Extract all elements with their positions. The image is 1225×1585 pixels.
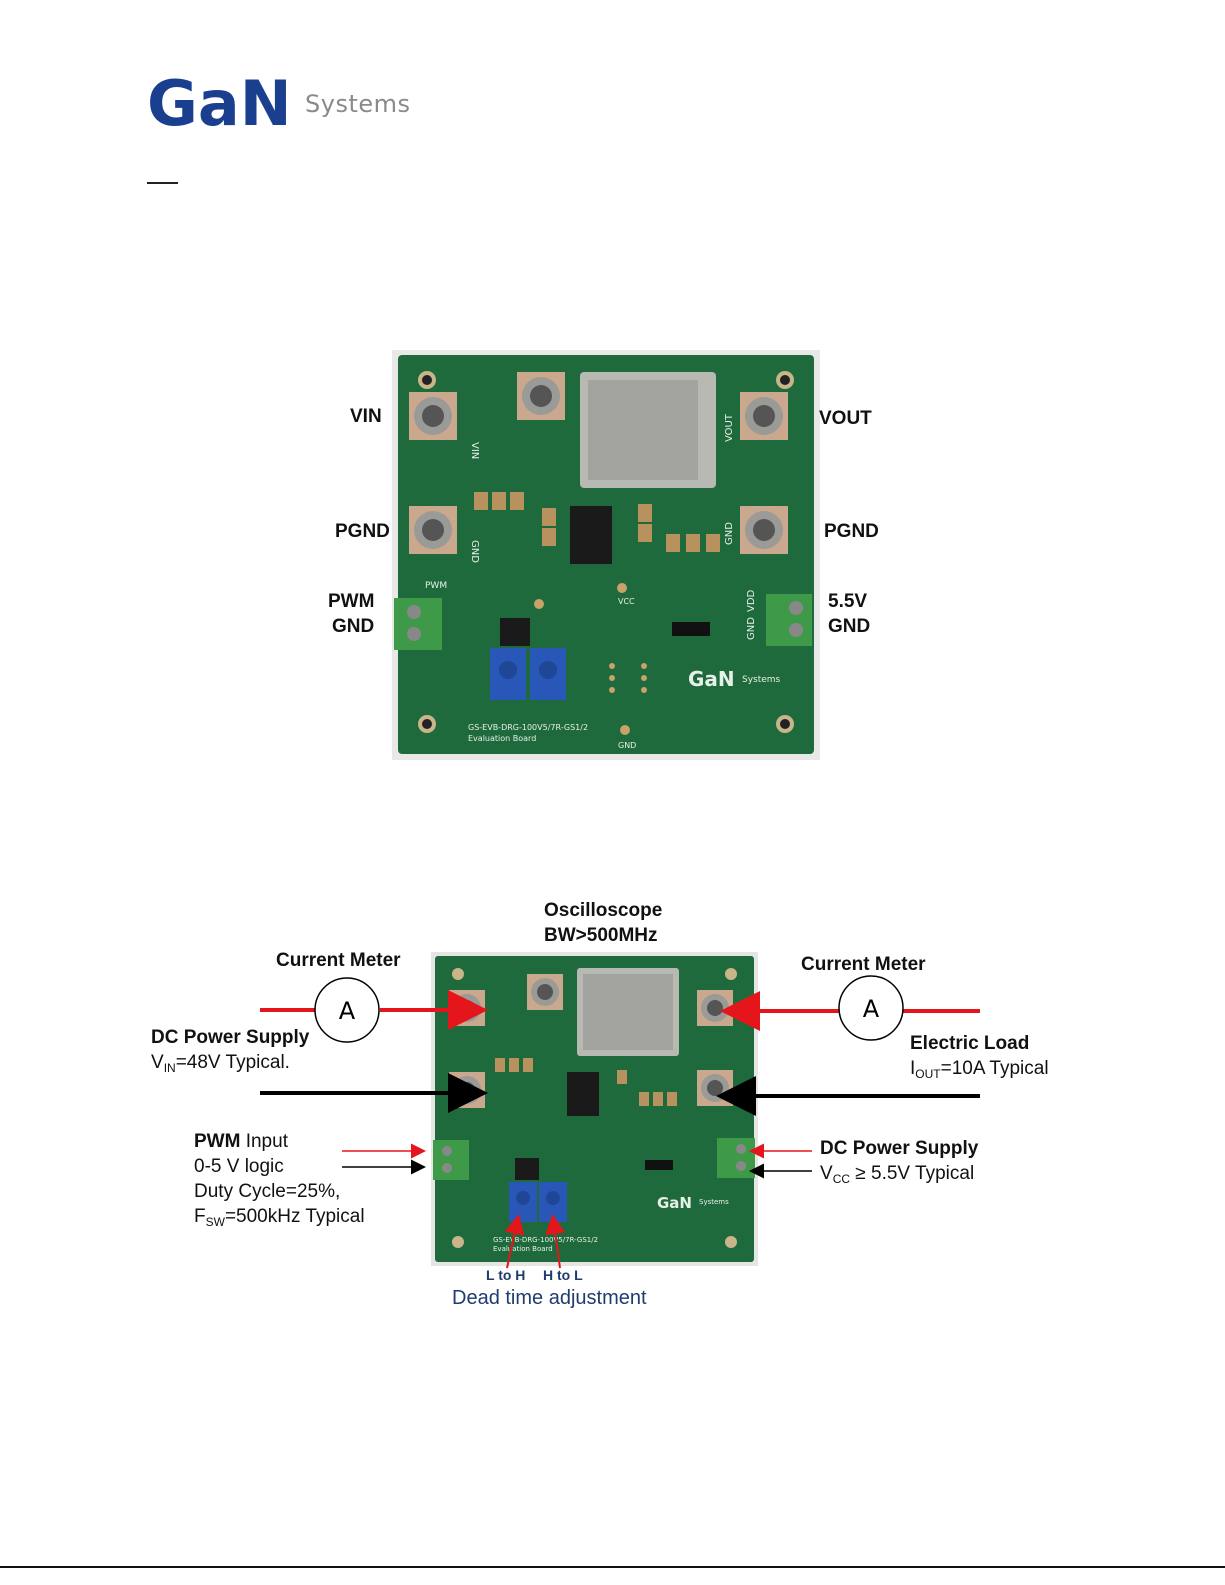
silk-gnd-bottom: GND (618, 741, 636, 750)
dc-supply-in-block: DC Power Supply VIN=48V Typical. (151, 1025, 309, 1081)
label-pgnd-left: PGND (335, 521, 390, 542)
gan-logo-mark-icon: GaN (147, 67, 292, 140)
silk-pwm: PWM (425, 581, 447, 591)
electric-load-block: Electric Load IOUT=10A Typical (910, 1031, 1049, 1087)
fsw-value: =500kHz Typical (224, 1206, 365, 1227)
vin-subscript: IN (163, 1061, 176, 1075)
label-gnd-right: GND (828, 616, 871, 637)
gan-transistor-icon (570, 506, 612, 564)
figure2-board-photo: GS-EVB-DRG-100V5/7R-GS1/2 Evaluation Boa… (431, 952, 758, 1266)
silk2-board-sub: Evaluation Board (493, 1245, 553, 1253)
silk-gnd-right: GND (724, 522, 735, 545)
oscilloscope-line2: BW>500MHz (544, 925, 658, 946)
label-5-5v: 5.5V (828, 591, 868, 612)
gan-transistor-icon (567, 1072, 599, 1116)
iout-subscript: OUT (915, 1067, 941, 1081)
pwm-input-title-rest: Input (240, 1131, 288, 1152)
dc-supply-vcc-block: DC Power Supply VCC ≥ 5.5V Typical (820, 1136, 978, 1192)
vcc-symbol: V (820, 1163, 833, 1184)
label-pgnd-right: PGND (824, 521, 879, 542)
silk-brand-sub: Systems (742, 675, 781, 685)
terminal-post-icon (409, 372, 788, 554)
h-to-l-label: H to L (543, 1267, 583, 1283)
meter-right-symbol: A (863, 995, 880, 1023)
current-meter-right-icon (838, 975, 904, 1041)
vcc-value: ≥ 5.5V Typical (850, 1163, 975, 1184)
silk-vcc: VCC (618, 597, 635, 606)
vcc-subscript: CC (832, 1172, 851, 1186)
current-meter-right-title: Current Meter (801, 954, 926, 975)
dc-supply-in-title: DC Power Supply (151, 1027, 310, 1048)
silk-board-sub: Evaluation Board (468, 734, 536, 743)
silk-board-name: GS-EVB-DRG-100V5/7R-GS1/2 (468, 723, 588, 732)
fsw-subscript: SW (205, 1215, 225, 1229)
trimmer-potentiometer-icon (490, 648, 566, 700)
vin-symbol: V (151, 1052, 164, 1073)
vin-value: =48V Typical. (175, 1052, 290, 1073)
pwm-input-block: PWM Input 0-5 V logic Duty Cycle=25%, FS… (194, 1129, 365, 1235)
oscilloscope-line1: Oscilloscope (544, 900, 663, 921)
dc-supply-vcc-title: DC Power Supply (820, 1138, 979, 1159)
fsw-symbol: F (194, 1206, 206, 1227)
logo-wordmark: GaN (147, 70, 292, 140)
label-vin: VIN (350, 406, 382, 427)
silk-vin: VIN (469, 442, 480, 459)
mounting-hole-icon (418, 371, 794, 733)
dead-time-caption: Dead time adjustment (452, 1287, 647, 1309)
current-meter-left-title: Current Meter (276, 950, 401, 971)
label-pwm: PWM (328, 591, 375, 612)
l-to-h-label: L to H (486, 1267, 526, 1283)
footer-rule (0, 1566, 1225, 1568)
pwm-logic-level: 0-5 V logic (194, 1156, 284, 1177)
label-gnd-left: GND (332, 616, 375, 637)
gan-systems-logo: GaN Systems (147, 67, 417, 140)
silk-vdd: VDD (746, 589, 757, 612)
current-meter-left-icon (314, 977, 380, 1043)
terminal-block-icon (433, 1138, 755, 1180)
silk-vout: VOUT (724, 413, 735, 442)
silk-gnd-vdd: GND (746, 617, 757, 640)
pwm-duty-cycle: Duty Cycle=25%, (194, 1181, 341, 1202)
silk-gnd-left: GND (469, 540, 480, 563)
meter-left-symbol: A (339, 997, 356, 1025)
silk2-brand-sub: Systems (699, 1198, 729, 1206)
iout-value: =10A Typical (940, 1058, 1049, 1079)
label-vout: VOUT (819, 408, 872, 429)
pwm-input-title-bold: PWM (194, 1131, 241, 1152)
logo-systems-text: Systems (305, 90, 411, 118)
silk2-brand: GaN (657, 1194, 692, 1212)
inductor-icon (577, 968, 679, 1056)
header-rule (147, 182, 178, 184)
silk2-board-name: GS-EVB-DRG-100V5/7R-GS1/2 (493, 1236, 598, 1244)
silk-brand: GaN (688, 667, 735, 691)
iout-symbol: I (910, 1058, 916, 1079)
electric-load-title: Electric Load (910, 1033, 1030, 1054)
inductor-icon (580, 372, 716, 488)
terminal-block-icon (394, 594, 812, 650)
figure1-board-photo: VIN VOUT GND GND VDD GND VCC GND PWM GS-… (392, 350, 820, 760)
